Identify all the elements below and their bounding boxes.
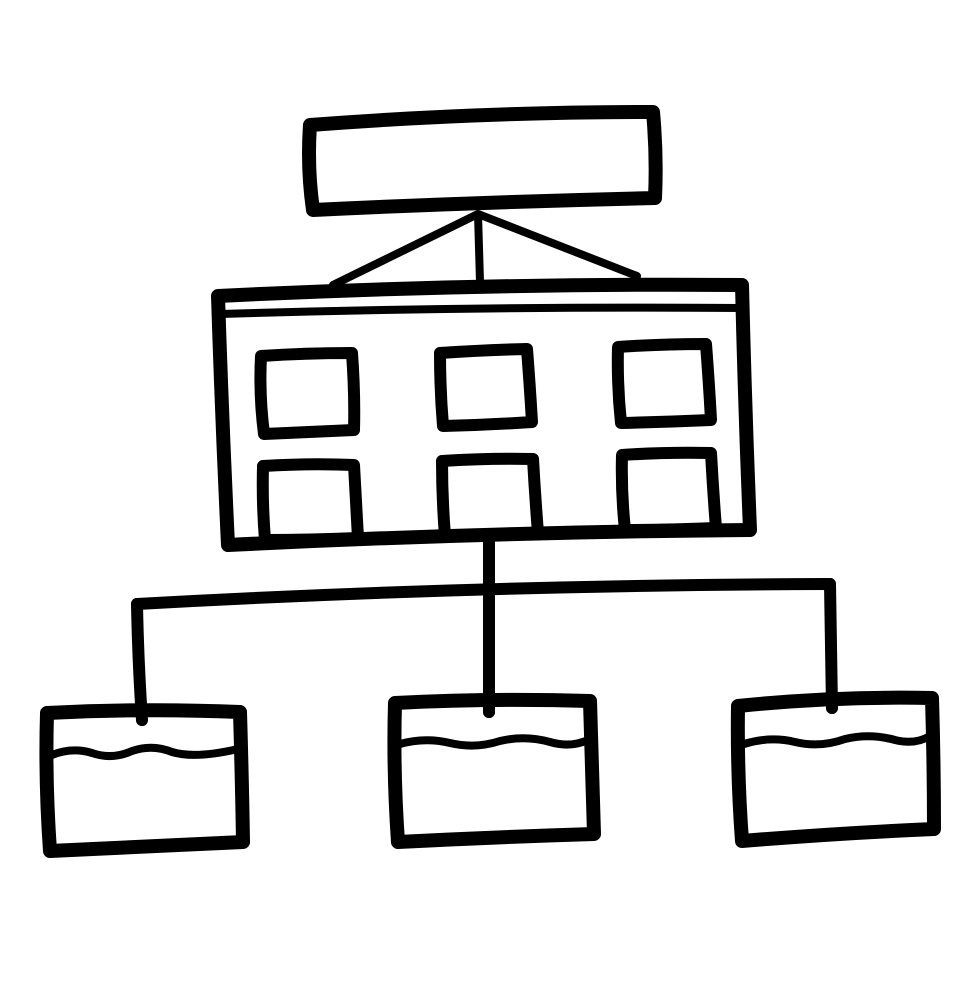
panel-cell-4 [256, 458, 364, 546]
panel-cell-6 [615, 446, 722, 536]
diagram-ink [39, 105, 941, 858]
bottom-box-left-wave [48, 743, 242, 760]
bottom-box-center [387, 692, 601, 849]
left-drop [131, 598, 148, 726]
bottom-box-center-wave [396, 734, 592, 750]
middle-panel-header-line [216, 303, 748, 318]
junction-dot-right [826, 702, 838, 714]
panel-cell-3 [611, 338, 717, 429]
panel-cell-1 [254, 347, 361, 440]
panel-cell-2 [434, 343, 538, 432]
top-box [302, 105, 663, 217]
bottom-box-right [730, 690, 941, 848]
junction-dot-center [483, 706, 495, 718]
bottom-box-right-wave [740, 732, 934, 749]
branch-line [131, 578, 836, 610]
bottom-box-left [39, 703, 250, 858]
panel-cell-5 [436, 452, 544, 542]
middle-panel-frame [211, 277, 757, 552]
right-drop [824, 578, 838, 714]
top-connector [329, 210, 641, 289]
junction-dot-left [136, 714, 148, 726]
